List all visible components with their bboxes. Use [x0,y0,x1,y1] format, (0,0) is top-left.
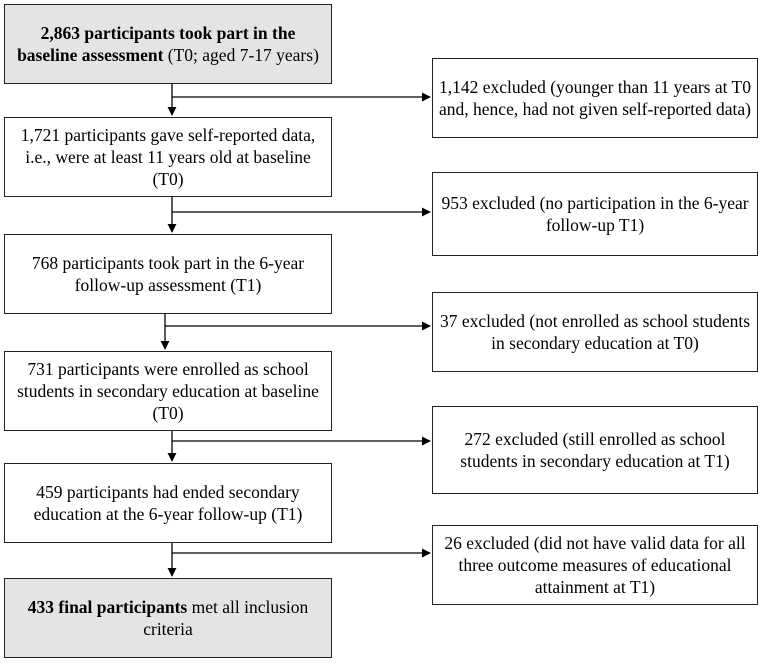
step-follow-up: 768 participants took part in the 6-year… [4,234,332,314]
exclusion-no-follow-up: 953 excluded (no participation in the 6-… [432,172,758,256]
step-follow-up-text: 768 participants took part in the 6-year… [31,253,305,295]
step-final-text: 433 final participants met all inclusion… [27,597,309,639]
exclusion-still-enrolled-text: 272 excluded (still enrolled as school s… [460,429,730,471]
step-enrolled: 731 participants were enrolled as school… [4,351,332,431]
exclusion-age: 1,142 excluded (younger than 11 years at… [432,58,758,138]
exclusion-not-enrolled-text: 37 excluded (not enrolled as school stud… [439,311,751,353]
exclusion-no-follow-up-text: 953 excluded (no participation in the 6-… [441,193,749,235]
step-final: 433 final participants met all inclusion… [4,578,332,658]
exclusion-still-enrolled: 272 excluded (still enrolled as school s… [432,406,758,494]
step-self-reported: 1,721 participants gave self-reported da… [4,117,332,197]
step-baseline: 2,863 participants took part in the base… [4,4,332,84]
step-ended-secondary-text: 459 participants had ended secondary edu… [33,482,303,524]
exclusion-invalid-data-text: 26 excluded (did not have valid data for… [444,533,746,597]
step-baseline-text: 2,863 participants took part in the base… [17,23,319,65]
step-enrolled-text: 731 participants were enrolled as school… [17,359,319,423]
step-self-reported-text: 1,721 participants gave self-reported da… [20,125,316,189]
exclusion-age-text: 1,142 excluded (younger than 11 years at… [439,77,751,119]
exclusion-invalid-data: 26 excluded (did not have valid data for… [432,525,758,605]
exclusion-not-enrolled: 37 excluded (not enrolled as school stud… [432,292,758,372]
step-ended-secondary: 459 participants had ended secondary edu… [4,463,332,543]
